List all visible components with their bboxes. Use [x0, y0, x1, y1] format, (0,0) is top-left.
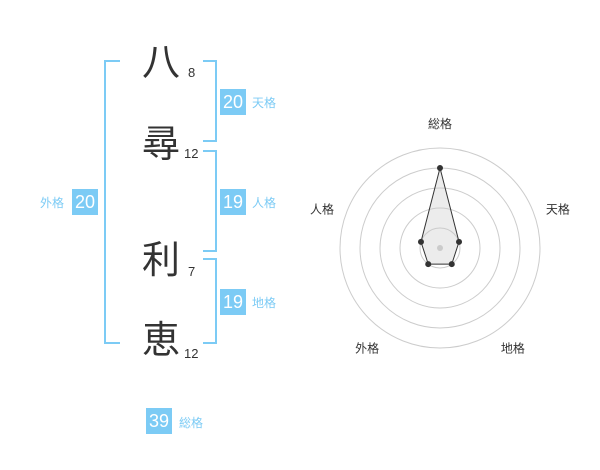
stroke-count-2: 12	[184, 146, 199, 161]
stroke-count-3: 7	[188, 264, 196, 279]
jinkaku-bracket	[203, 150, 217, 252]
stroke-count-4: 12	[184, 346, 199, 361]
radar-axis-label-2: 天格	[546, 202, 570, 217]
radar-ring-3	[379, 187, 501, 309]
stroke-count-1: 8	[188, 65, 196, 80]
jinkaku-label: 人格	[252, 196, 277, 210]
radar-axis-label-1: 総格	[428, 116, 452, 131]
radar-axis-label-4: 外格	[355, 340, 379, 355]
radar-point-3	[448, 261, 455, 268]
radar-point-5	[417, 238, 424, 245]
tenkaku-badge: 20	[220, 89, 246, 115]
name-char-3: 利	[141, 238, 180, 282]
name-char-2: 尋	[141, 122, 180, 166]
tenkaku-label: 天格	[252, 96, 277, 110]
radar-point-2	[456, 238, 463, 245]
jinkaku-badge: 19	[220, 189, 246, 215]
radar-ring-5	[339, 147, 541, 349]
radar-axis-label-5: 人格	[310, 202, 334, 217]
radar-axis-label-3: 地格	[501, 340, 525, 355]
tenkaku-bracket	[203, 60, 217, 142]
radar-data-polygon	[420, 167, 460, 265]
gaikaku-bracket	[104, 60, 120, 344]
chikaku-bracket	[203, 258, 217, 344]
radar-point-4	[425, 261, 432, 268]
radar-ring-1	[419, 227, 461, 269]
soukaku-label: 総格	[179, 416, 204, 430]
gaikaku-badge: 20	[72, 189, 98, 215]
radar-point-1	[437, 165, 443, 171]
chikaku-label: 地格	[252, 296, 277, 310]
name-char-4: 恵	[141, 318, 180, 362]
gaikaku-label: 外格	[40, 196, 65, 210]
name-char-1: 八	[141, 40, 180, 84]
chikaku-badge: 19	[220, 289, 246, 315]
radar-center-dot	[437, 245, 443, 251]
soukaku-badge: 39	[146, 408, 172, 434]
radar-ring-2	[399, 207, 481, 289]
